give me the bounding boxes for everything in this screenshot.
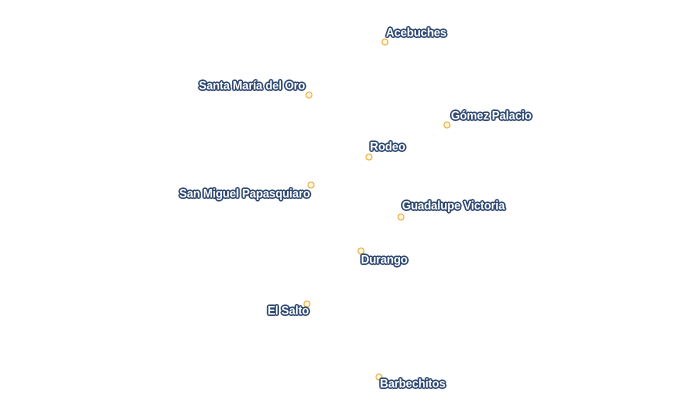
place-marker-barbechitos[interactable]	[375, 373, 383, 381]
place-label-durango: Durango	[361, 254, 408, 267]
place-label-gomez-palacio: Gómez Palacio	[451, 110, 532, 123]
place-marker-rodeo[interactable]	[365, 153, 373, 161]
place-marker-durango[interactable]	[357, 247, 365, 255]
place-label-acebuches: Acebuches	[386, 27, 447, 40]
place-label-santa-maria-del-oro: Santa María del Oro	[198, 80, 305, 93]
place-marker-santa-maria-del-oro[interactable]	[305, 91, 313, 99]
place-label-rodeo: Rodeo	[370, 141, 406, 154]
place-marker-el-salto[interactable]	[303, 300, 311, 308]
place-marker-acebuches[interactable]	[381, 38, 389, 46]
place-marker-san-miguel-papasquiaro[interactable]	[307, 181, 315, 189]
place-label-el-salto: El Salto	[267, 305, 309, 318]
place-marker-gomez-palacio[interactable]	[443, 121, 451, 129]
place-label-san-miguel-papasquiaro: San Miguel Papasquiaro	[179, 188, 310, 201]
place-label-barbechitos: Barbechitos	[380, 378, 446, 391]
place-label-guadalupe-victoria: Guadalupe Victoria	[402, 200, 505, 213]
place-marker-guadalupe-victoria[interactable]	[397, 213, 405, 221]
